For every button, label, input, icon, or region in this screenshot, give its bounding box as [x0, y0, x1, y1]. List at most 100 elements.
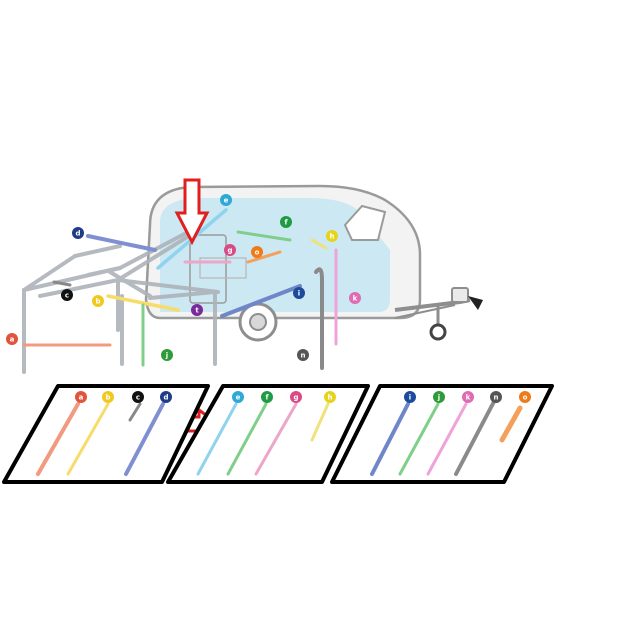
label-badge-a-frame: a	[6, 333, 18, 345]
label-badge-text: i	[409, 394, 411, 402]
label-badge-circle	[75, 391, 87, 403]
label-badge-i-frame: i	[293, 287, 305, 299]
label-badge-circle	[161, 349, 173, 361]
label-badge-d-frame: d	[72, 227, 84, 239]
label-badge-o-panel: o	[519, 391, 531, 403]
pole-f-frame	[236, 230, 292, 242]
label-badge-circle	[72, 227, 84, 239]
label-badge-text: g	[293, 394, 298, 402]
label-badge-circle	[6, 333, 18, 345]
label-badge-text: f	[284, 219, 288, 227]
label-badge-text: d	[75, 230, 80, 238]
label-badge-circle	[324, 391, 336, 403]
label-badge-f-frame: f	[280, 216, 292, 228]
caravan-front-window	[343, 204, 387, 241]
label-badge-t-frame: t	[191, 304, 203, 316]
label-badge-circle	[293, 287, 305, 299]
part-i	[370, 402, 410, 476]
label-badge-text: b	[105, 394, 110, 402]
label-badge-circle	[220, 194, 232, 206]
label-badge-a-panel: a	[75, 391, 87, 403]
pole-h-frame	[310, 238, 328, 250]
label-badge-text: h	[328, 394, 333, 402]
panel-parts	[36, 392, 523, 476]
pole-b-frame	[106, 294, 180, 312]
label-badge-f-panel: f	[261, 391, 273, 403]
label-badge-circle	[92, 295, 104, 307]
label-badge-d-panel: d	[160, 391, 172, 403]
label-badge-circle	[280, 216, 292, 228]
label-badge-n-frame: n	[297, 349, 309, 361]
label-badge-circle	[251, 246, 263, 258]
label-badge-text: i	[298, 290, 300, 298]
label-badge-text: j	[165, 352, 168, 360]
label-badge-text: t	[195, 307, 199, 315]
pole-c-frame	[52, 280, 72, 287]
label-badge-g-frame: g	[224, 244, 236, 256]
label-badge-g-panel: g	[290, 391, 302, 403]
label-badge-text: o	[523, 394, 528, 402]
panel-2	[166, 384, 370, 484]
caravan-wheel	[238, 302, 278, 342]
label-badge-text: e	[224, 197, 229, 205]
part-a	[36, 402, 80, 476]
label-badge-circle	[326, 230, 338, 242]
label-badge-h-frame: h	[326, 230, 338, 242]
part-k	[426, 402, 468, 476]
part-h	[310, 402, 330, 442]
label-badge-c-panel: c	[132, 391, 144, 403]
label-badge-circle	[132, 391, 144, 403]
label-badge-e-panel: e	[232, 391, 244, 403]
part-n	[454, 392, 500, 476]
caravan-door-window	[199, 257, 247, 279]
pole-o-frame	[246, 250, 282, 264]
label-badge-text: o	[255, 249, 260, 257]
parts-panels	[2, 384, 554, 484]
panel-1	[2, 384, 210, 484]
label-badge-circle	[519, 391, 531, 403]
part-o	[499, 405, 523, 443]
frame-colored-poles	[22, 208, 338, 370]
label-badge-circle	[433, 391, 445, 403]
label-badge-h-panel: h	[324, 391, 336, 403]
pole-i-frame	[220, 284, 302, 318]
label-badge-circle	[404, 391, 416, 403]
caravan-door	[189, 234, 227, 304]
label-badge-text: k	[466, 394, 471, 402]
part-g	[254, 402, 298, 476]
label-badge-circle	[61, 289, 73, 301]
label-badge-b-frame: b	[92, 295, 104, 307]
panel-3	[330, 384, 554, 484]
label-badge-text: c	[136, 394, 140, 402]
label-badge-text: k	[353, 295, 358, 303]
awning-frame	[22, 228, 220, 374]
label-badge-circle	[191, 304, 203, 316]
label-badge-j-frame: j	[161, 349, 173, 361]
label-badge-e-frame: e	[220, 194, 232, 206]
part-e	[196, 402, 238, 476]
label-badge-text: a	[10, 336, 15, 344]
caravan-drawbar	[394, 287, 483, 341]
label-badge-circle	[462, 391, 474, 403]
label-badge-k-panel: k	[462, 391, 474, 403]
label-badge-j-panel: j	[433, 391, 445, 403]
label-badge-text: n	[301, 352, 306, 360]
label-badge-circle	[490, 391, 502, 403]
label-badge-circle	[102, 391, 114, 403]
label-badge-circle	[297, 349, 309, 361]
label-badge-circle	[224, 244, 236, 256]
label-badge-b-panel: b	[102, 391, 114, 403]
label-badge-circle	[232, 391, 244, 403]
part-c	[128, 402, 142, 422]
label-badge-text: a	[79, 394, 84, 402]
label-badge-o-frame: o	[251, 246, 263, 258]
label-badge-circle	[261, 391, 273, 403]
label-badge-text: n	[494, 394, 499, 402]
label-badge-text: f	[265, 394, 269, 402]
pole-d-frame	[86, 234, 157, 252]
part-b	[66, 402, 110, 476]
down-arrow-icon	[174, 178, 210, 246]
label-badge-circle	[290, 391, 302, 403]
